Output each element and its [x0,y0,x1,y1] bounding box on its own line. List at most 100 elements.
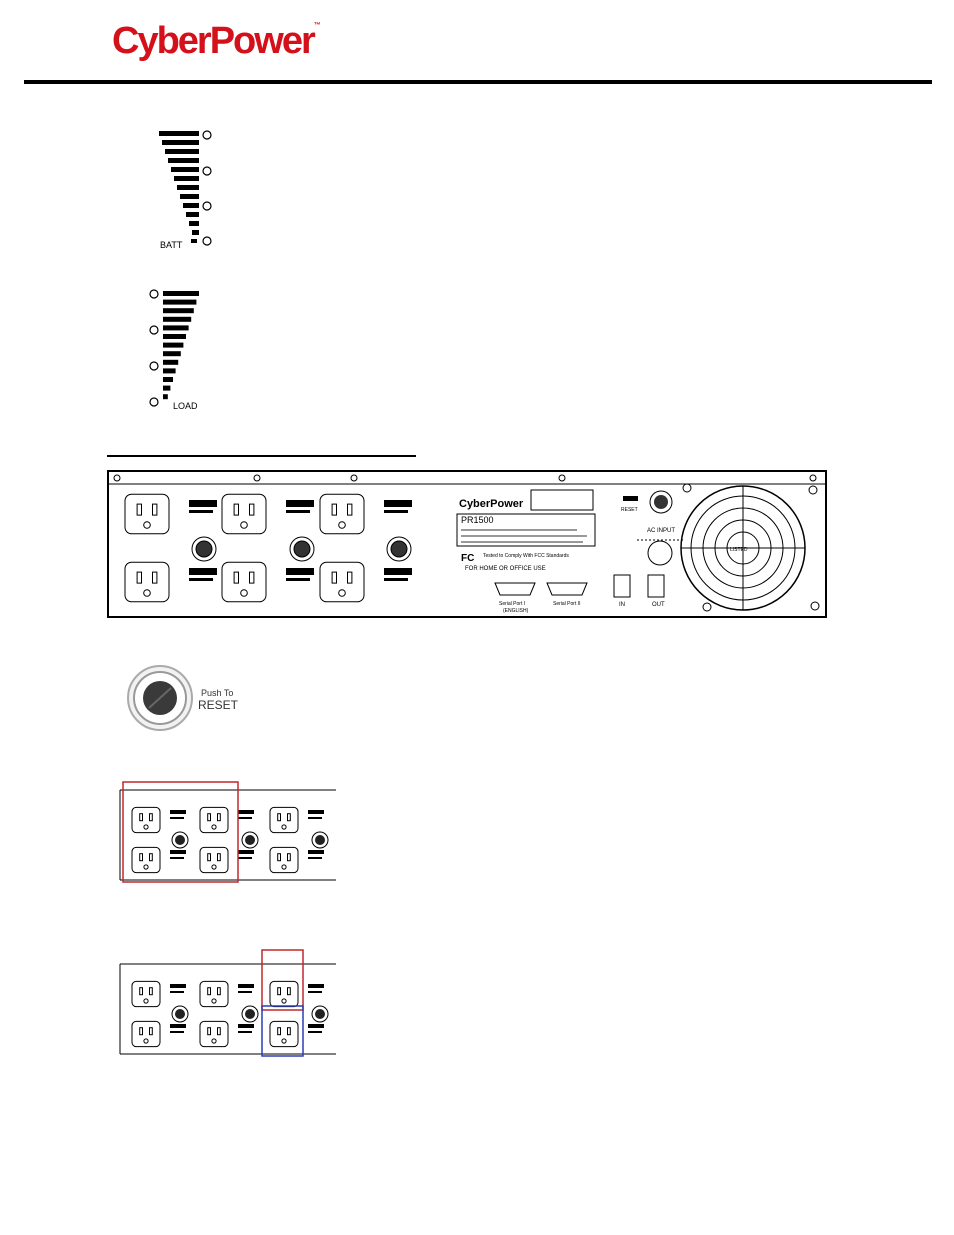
batt-segment [189,221,199,226]
section-underline [107,455,416,457]
outlet-bottom-highlight [261,1005,304,1057]
outlet-label-block [286,578,310,581]
push-to-reset-illustration: Push To RESET [127,665,239,731]
header-divider [24,80,932,84]
logo-trademark: ™ [313,22,321,29]
panel-brand: CyberPower [459,498,524,510]
ac-outlet-icon [199,980,229,1008]
ac-outlet-icon [131,1020,161,1048]
load-segment [163,299,197,305]
serial-port-1-label: Serial Port I [499,601,525,607]
outlet-label-block [170,1024,186,1028]
load-segment [163,394,168,400]
batt-segment [171,167,199,172]
batt-segment [159,131,199,136]
load-label: LOAD [173,401,198,411]
outlet-label-block [384,510,408,513]
batt-segment [186,212,199,217]
outlet-label-block [308,850,324,854]
outlet-label-block [308,991,322,993]
outlet-label-block [189,510,213,513]
logo-text: CyberPower [112,20,316,62]
circuit-breaker-icon [191,536,412,562]
load-segment [163,325,189,331]
outlet-label-block [384,500,412,507]
outlet-label-block [238,817,252,819]
outlet-label-block [286,500,314,507]
meter-screw-icon [202,130,212,140]
outlet-label-block [238,810,254,814]
batt-segment [180,194,199,199]
cooling-fan-icon [680,485,806,611]
batt-label: BATT [160,240,183,250]
ac-outlet-icon [124,493,170,535]
outlet-label-block [170,984,186,988]
outlet-label-block [238,857,252,859]
outlet-label-block [189,578,213,581]
ac-outlet-icon [221,493,267,535]
outlet-label-block [308,817,322,819]
meter-screw-icon [149,361,159,371]
main-breaker-icon [654,495,668,509]
outlet-top-highlight [261,949,304,1011]
out-port-label: OUT [652,602,665,608]
load-segment [163,334,186,339]
outlet-label-block [189,568,217,575]
outlet-label-block [170,991,184,993]
outlet-label-block [238,850,254,854]
cyberpower-logo: CyberPower™ [112,22,321,60]
serial-port-2-label: Serial Port II [553,601,581,607]
main-reset-label: RESET [621,507,638,513]
rear-panel-diagram: CyberPower PR1500 FC Tested to Comply Wi… [107,470,827,618]
outlet-bank-diagram-2 [119,949,336,1057]
batt-segment [168,158,199,163]
ac-outlet-icon [131,846,161,874]
fcc-text: Tested to Comply With FCC Standards [483,553,569,559]
outlet-label-block [308,1024,324,1028]
ac-outlet-icon [269,980,299,1008]
panel-model: PR1500 [461,515,494,525]
fcc-use: FOR HOME OR OFFICE USE [465,566,546,572]
outlet-label-block [238,984,254,988]
batt-segment [162,140,199,145]
fcc-logo: FC [461,553,474,564]
outlet-label-block [238,1024,254,1028]
batt-segment [165,149,199,154]
ac-outlet-icon [199,806,229,834]
ac-outlet-icon [319,493,365,535]
load-segment [163,316,192,322]
outlet-label-block [189,500,217,507]
outlet-label-block [170,817,184,819]
batt-segment [183,203,199,208]
outlet-label-block [286,510,310,513]
batt-segment [177,185,199,190]
outlet-group-highlight [122,781,239,883]
ac-outlet-icon [124,561,170,603]
outlet-label-block [170,1031,184,1033]
outlet-label-block [384,568,412,575]
load-segment [163,351,181,357]
load-segment [163,385,171,391]
outlet-label-block [308,810,324,814]
meter-screw-icon [149,397,159,407]
serial-port-1-sub: (ENGLISH) [503,608,529,614]
outlet-label-block [170,810,186,814]
ac-input-socket-icon [647,540,673,566]
ac-outlet-icon [319,561,365,603]
outlet-label-block [308,984,324,988]
meter-screw-icon [149,289,159,299]
ac-input-label: AC INPUT [647,528,675,534]
meter-screw-icon [202,201,212,211]
ac-outlet-icon [199,846,229,874]
outlet-label-block [238,1031,252,1033]
in-port-label: IN [619,602,625,608]
outlet-label-block [238,991,252,993]
ac-outlet-icon [199,1020,229,1048]
load-segment [163,377,173,382]
outlet-label-block [170,850,186,854]
meter-screw-icon [149,325,159,335]
outlet-label-block [308,857,322,859]
ac-outlet-icon [269,1020,299,1048]
reset-push-to-text: Push To [201,688,233,698]
ac-outlet-icon [131,980,161,1008]
